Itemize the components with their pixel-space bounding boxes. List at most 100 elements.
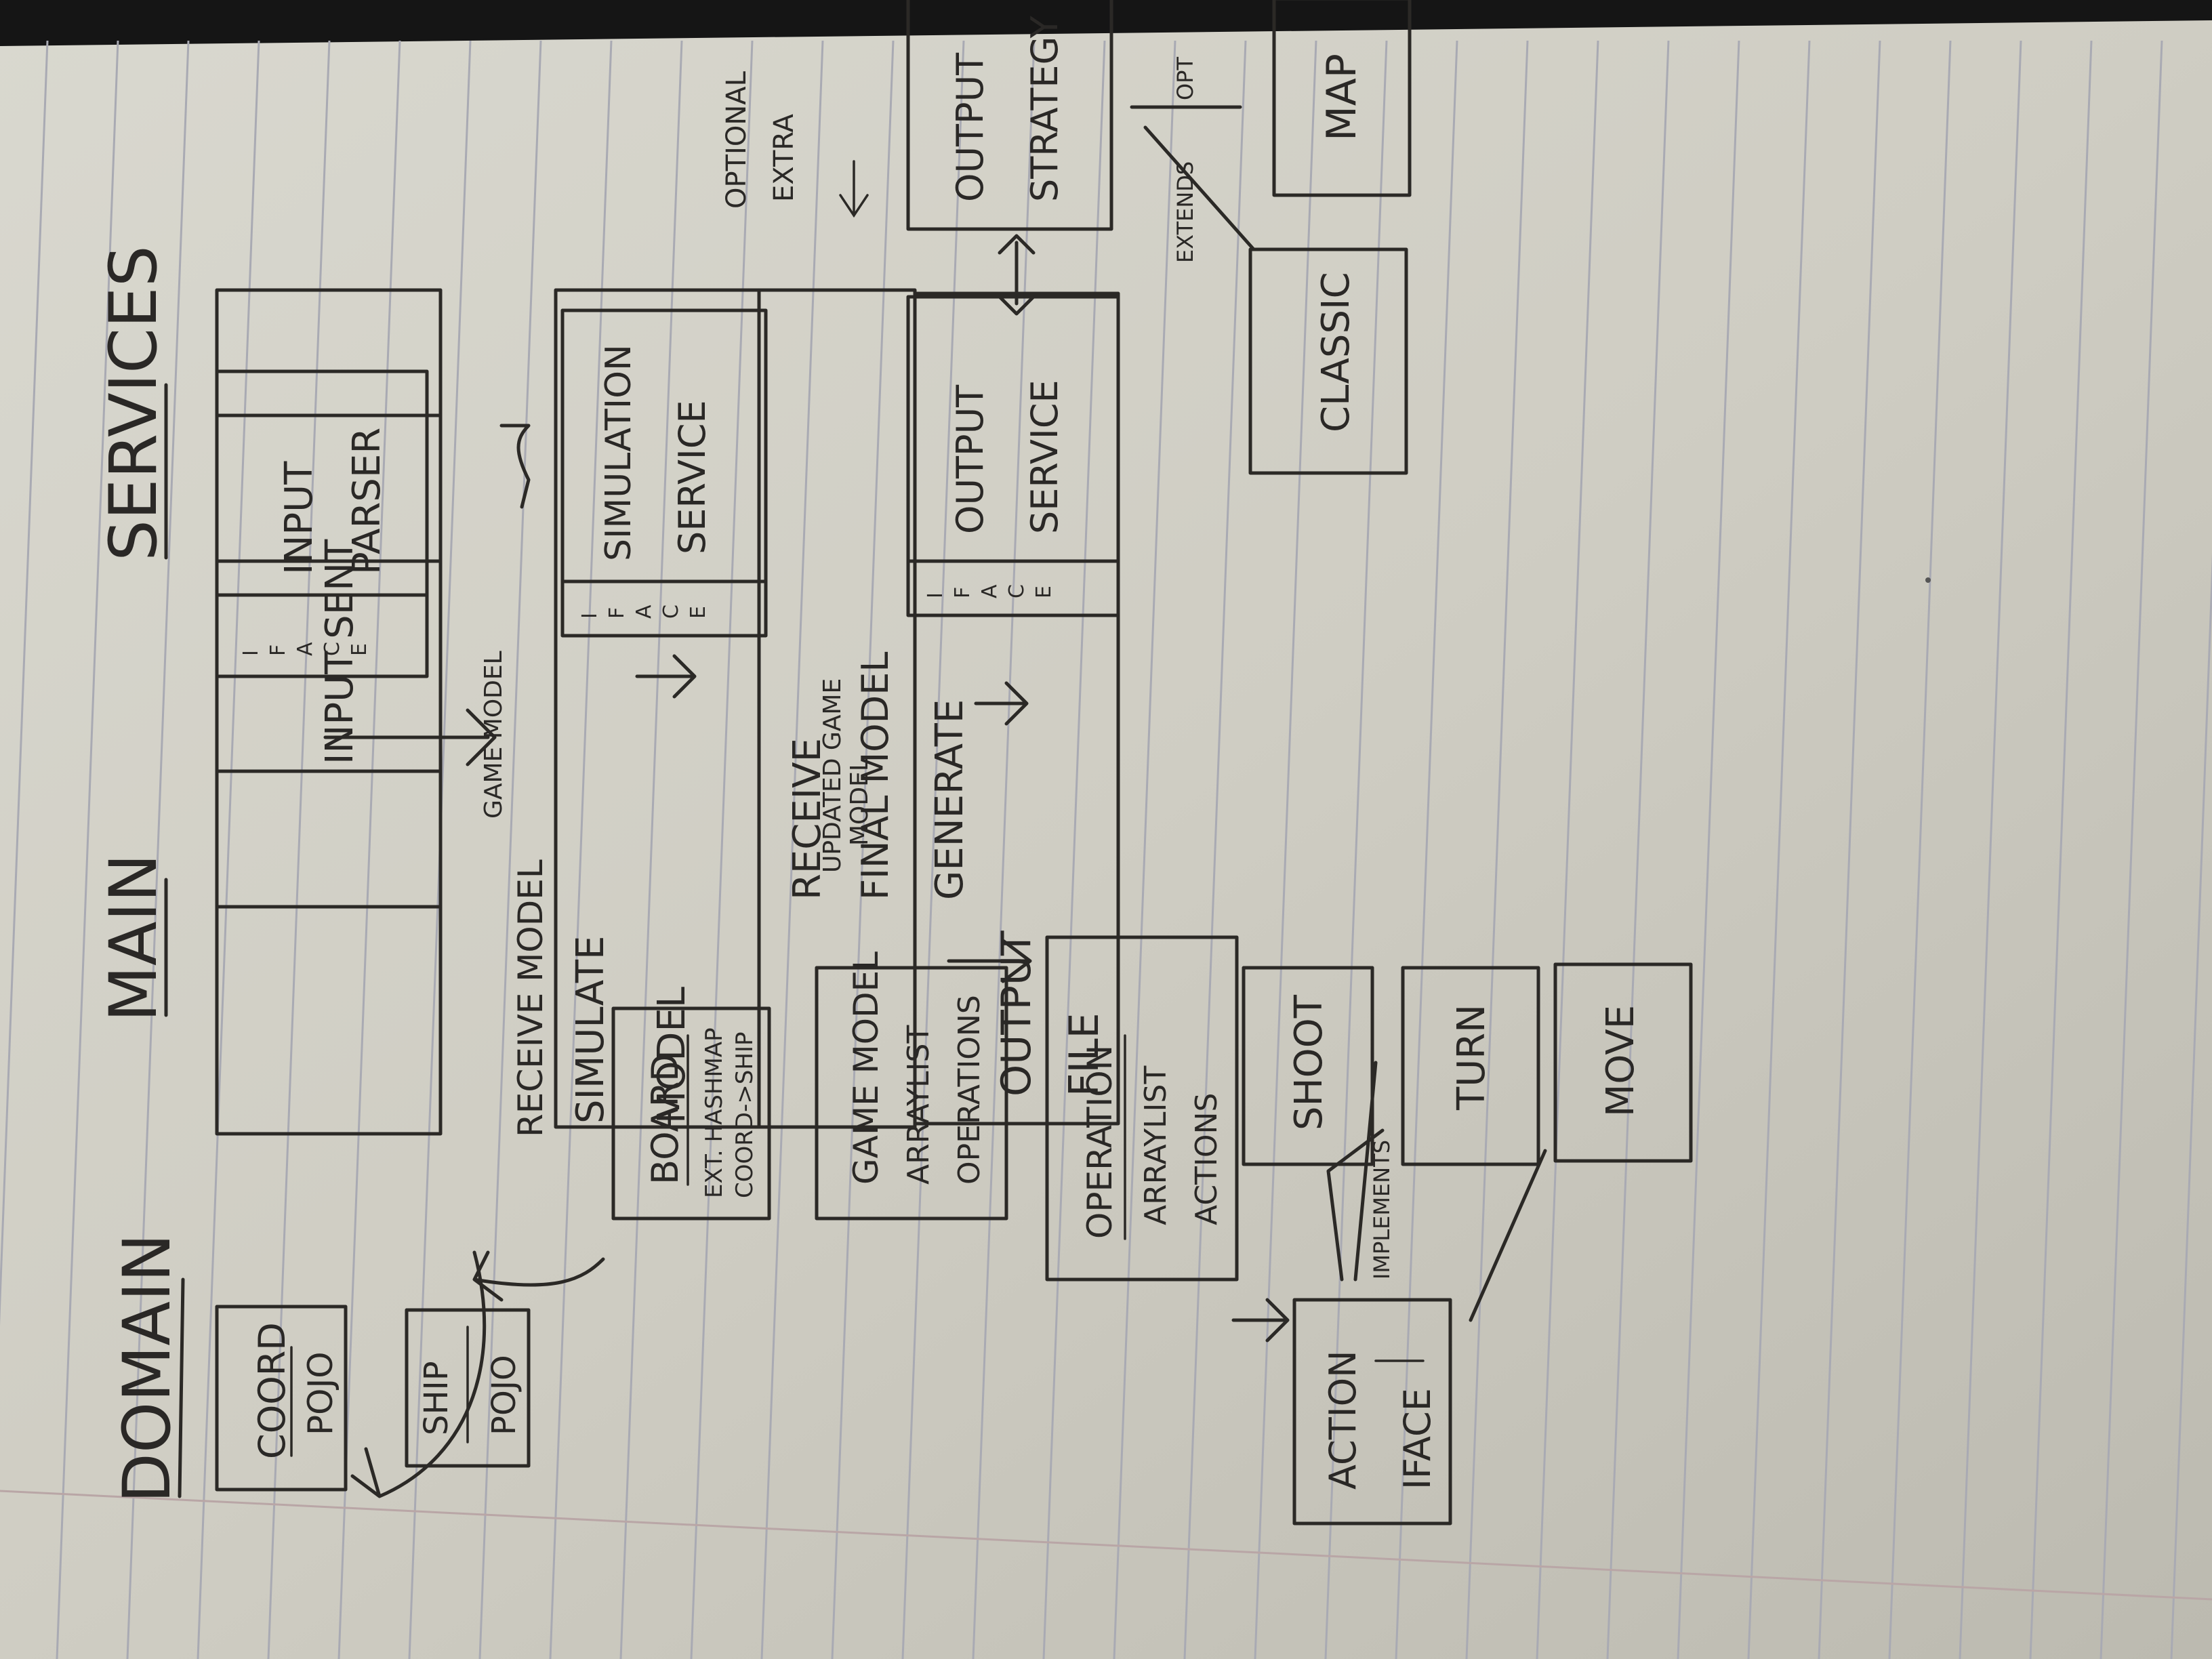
ship-to-coord-arrow <box>350 1250 487 1498</box>
optional-arrow <box>839 160 869 218</box>
output-strategy-line1: OUTPUT <box>949 52 991 202</box>
ruled-line <box>1042 40 1106 1659</box>
ruled-line <box>1324 40 1388 1659</box>
background-corner <box>0 0 2212 47</box>
iface-letter: A <box>632 605 656 619</box>
output-service-line1: OUTPUT <box>949 384 991 534</box>
operation-title: OPERATION <box>1080 1045 1120 1239</box>
ruled-line <box>2170 553 2212 1659</box>
ruled-line <box>1536 40 1599 1659</box>
domain-header: DOMAIN <box>109 1233 185 1503</box>
shoot-box: SHOOT <box>1242 966 1374 1166</box>
ruled-lines <box>0 40 2212 1659</box>
map-box: MAP <box>1272 0 1412 197</box>
input-parser-line2: PARSER <box>345 428 389 575</box>
iface-letter: F <box>951 587 975 598</box>
game-model-to-operation-arrow <box>947 939 1032 983</box>
ruled-line <box>1254 40 1317 1659</box>
ruled-line <box>2029 40 2093 1659</box>
pen-dot <box>1925 577 1931 583</box>
input-parser-line1: INPUT <box>277 461 321 575</box>
iface-letter: A <box>293 642 317 656</box>
iface-letter: F <box>266 644 290 656</box>
ruled-line <box>972 40 1036 1659</box>
main-to-simulation-arrow <box>635 654 697 699</box>
game-model-return-label: GAME MODEL <box>480 651 508 819</box>
turn-label: TURN <box>1450 1004 1494 1111</box>
main-step-generate-line1: GENERATE <box>928 699 972 900</box>
board-box: BOARD EXT. HASHMAP COORD->SHIP <box>611 1006 771 1221</box>
simulation-service-line2: SERVICE <box>671 400 714 554</box>
main-step-generate-line2: OUTPUT <box>993 930 1040 1097</box>
ship-title: SHIP <box>417 1361 455 1435</box>
game-model-line2: OPERATIONS <box>952 995 987 1185</box>
main-to-input-parser-arrow <box>323 708 497 766</box>
game-model-return-arrow <box>499 424 531 509</box>
ruled-line <box>1395 40 1458 1659</box>
ruled-line <box>831 40 895 1659</box>
ship-box: SHIP POJO <box>405 1308 531 1468</box>
main-to-output-arrow <box>974 681 1029 726</box>
page-margin-line <box>0 1490 2212 1601</box>
output-strategy-box: OUTPUT STRATEGY <box>906 0 1113 231</box>
main-flow-column: INPUT SENT <box>215 288 443 1136</box>
input-parser-box: INPUT PARSER <box>215 369 429 678</box>
coord-sub: POJO <box>301 1351 340 1435</box>
main-step-simulate-line2: MODEL <box>650 987 694 1124</box>
board-line2: COORD->SHIP <box>731 1031 758 1198</box>
iface-letter: E <box>1032 586 1056 598</box>
output-service-line2: SERVICE <box>1023 380 1066 534</box>
iface-letter: A <box>978 584 1002 598</box>
updated-model-line2: MODEL <box>846 758 874 846</box>
ruled-line <box>1959 40 2022 1659</box>
main-header: MAIN <box>96 853 171 1022</box>
simulation-service-box: SIMULATION SERVICE I F A C E <box>560 308 768 638</box>
classic-label: CLASSIC <box>1314 272 1358 432</box>
ruled-line <box>56 40 119 1659</box>
operation-to-action-arrow <box>1231 1298 1290 1343</box>
diagram-sketch: DOMAIN MAIN SERVICES COORD POJO SHIP POJ… <box>96 0 1693 1525</box>
iface-letter: C <box>321 642 344 656</box>
ruled-line <box>337 40 401 1659</box>
ruled-line <box>267 40 331 1659</box>
ruled-line <box>0 40 49 1327</box>
output-strategy-line2: STRATEGY <box>1023 15 1066 202</box>
updated-model-line1: UPDATED GAME <box>819 678 846 873</box>
map-label: MAP <box>1318 54 1366 141</box>
domain-underline <box>178 1277 185 1498</box>
iface-letter: I <box>239 650 263 656</box>
coord-title: COORD <box>251 1322 293 1459</box>
ruled-line <box>760 40 824 1659</box>
iface-letter: F <box>605 607 629 619</box>
paper <box>0 20 2212 1659</box>
operation-line1: ARRAYLIST <box>1139 1066 1173 1225</box>
main-step-final-line2: FINAL MODEL <box>854 652 897 900</box>
ruled-line <box>1113 40 1176 1659</box>
main-step-final-line1: RECEIVE <box>785 738 830 900</box>
ruled-line <box>1183 40 1247 1659</box>
operation-box: OPERATION ARRAYLIST ACTIONS <box>1045 935 1239 1282</box>
board-line1: EXT. HASHMAP <box>701 1027 728 1198</box>
iface-letter: I <box>924 592 947 598</box>
main-step-simulate-line1: SIMULATE <box>569 936 613 1124</box>
board-to-ship-arrow <box>472 1250 605 1302</box>
main-step-generate-line3: FILE <box>1061 1012 1108 1097</box>
output-service-box: OUTPUT SERVICE I F A C E <box>906 295 1120 617</box>
ruled-line <box>1677 40 1740 1659</box>
operation-line2: ACTIONS <box>1189 1093 1224 1225</box>
turn-box: TURN <box>1401 966 1540 1166</box>
iface-letter: C <box>1005 584 1029 598</box>
input-parser-iface-letters: I F A C E <box>239 642 371 656</box>
game-model-box: GAME MODEL ARRAYLIST OPERATIONS <box>815 951 1008 1221</box>
ruled-line <box>197 40 260 1659</box>
game-model-title: GAME MODEL <box>846 951 886 1185</box>
iface-letter: I <box>578 613 602 619</box>
shoot-label: SHOOT <box>1287 994 1331 1130</box>
ruled-line <box>1818 40 1881 1659</box>
optional-label: OPTIONAL <box>721 70 752 209</box>
coord-box: COORD POJO <box>215 1305 348 1492</box>
board-title: BOARD <box>644 1053 687 1185</box>
ruled-line <box>901 40 965 1659</box>
